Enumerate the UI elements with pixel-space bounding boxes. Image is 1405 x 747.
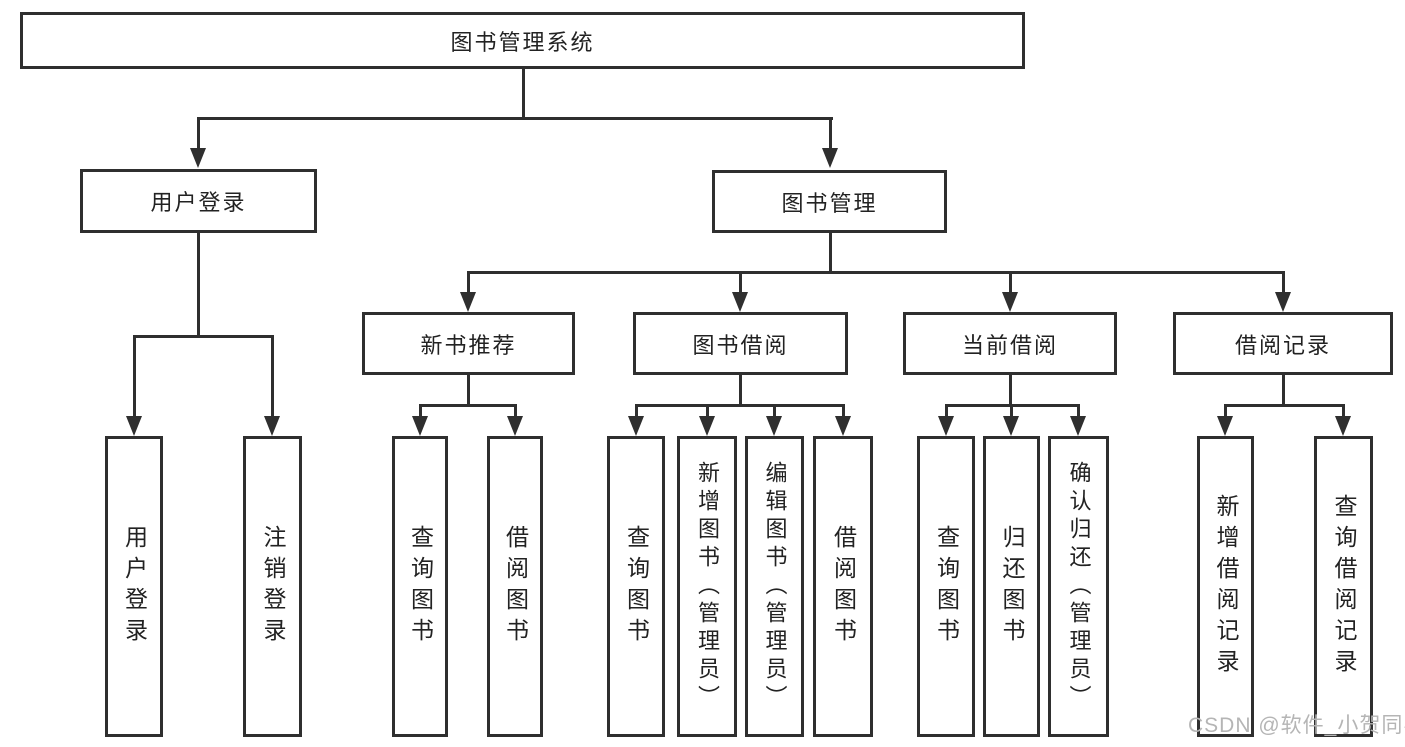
connector-vline bbox=[1282, 271, 1285, 295]
arrowhead-icon bbox=[699, 416, 715, 436]
node-book-borrowing: 图书借阅 bbox=[633, 312, 848, 375]
arrowhead-icon bbox=[412, 416, 428, 436]
node-current-borrowing: 当前借阅 bbox=[903, 312, 1117, 375]
connector-vline bbox=[739, 271, 742, 295]
connector-hline bbox=[134, 335, 274, 338]
node-borrowing-records: 借阅记录 bbox=[1173, 312, 1393, 375]
node-new-book-recommend: 新书推荐 bbox=[362, 312, 575, 375]
leaf-query-book-recommend: 查询图书 bbox=[392, 436, 448, 737]
leaf-confirm-return-admin: 确认归还（管理员） bbox=[1048, 436, 1109, 737]
connector-vline bbox=[514, 404, 517, 420]
connector-vline bbox=[467, 375, 470, 406]
arrowhead-icon bbox=[766, 416, 782, 436]
connector-vline bbox=[842, 404, 845, 420]
connector-vline bbox=[706, 404, 709, 420]
leaf-borrow-book-borrowing: 借阅图书 bbox=[813, 436, 873, 737]
arrowhead-icon bbox=[1070, 416, 1086, 436]
leaf-borrow-book-recommend: 借阅图书 bbox=[487, 436, 543, 737]
connector-vline bbox=[829, 117, 832, 151]
connector-vline bbox=[197, 233, 200, 337]
csdn-watermark: CSDN @软件_小贺同学 bbox=[1188, 714, 1405, 737]
node-library-system: 图书管理系统 bbox=[20, 12, 1025, 69]
node-book-management: 图书管理 bbox=[712, 170, 947, 233]
connector-hline bbox=[636, 404, 845, 407]
connector-vline bbox=[1009, 271, 1012, 295]
arrowhead-icon bbox=[460, 292, 476, 312]
connector-vline bbox=[635, 404, 638, 420]
leaf-query-book-current: 查询图书 bbox=[917, 436, 975, 737]
connector-hline bbox=[1225, 404, 1345, 407]
connector-vline bbox=[419, 404, 422, 420]
leaf-add-book-admin: 新增图书（管理员） bbox=[677, 436, 737, 737]
arrowhead-icon bbox=[126, 416, 142, 436]
connector-vline bbox=[1009, 375, 1012, 406]
arrowhead-icon bbox=[822, 148, 838, 168]
leaf-return-book: 归还图书 bbox=[983, 436, 1040, 737]
arrowhead-icon bbox=[507, 416, 523, 436]
arrowhead-icon bbox=[732, 292, 748, 312]
arrowhead-icon bbox=[1335, 416, 1351, 436]
connector-vline bbox=[1224, 404, 1227, 420]
connector-vline bbox=[945, 404, 948, 420]
connector-hline bbox=[197, 117, 833, 120]
arrowhead-icon bbox=[835, 416, 851, 436]
leaf-query-borrow-record: 查询借阅记录 bbox=[1314, 436, 1373, 737]
connector-vline bbox=[1010, 404, 1013, 420]
node-user-login: 用户登录 bbox=[80, 169, 317, 233]
arrowhead-icon bbox=[1217, 416, 1233, 436]
connector-vline bbox=[1342, 404, 1345, 420]
leaf-edit-book-admin: 编辑图书（管理员） bbox=[745, 436, 804, 737]
arrowhead-icon bbox=[264, 416, 280, 436]
connector-vline bbox=[522, 69, 525, 118]
connector-hline bbox=[946, 404, 1080, 407]
leaf-user-login: 用户登录 bbox=[105, 436, 163, 737]
leaf-logout: 注销登录 bbox=[243, 436, 302, 737]
leaf-add-borrow-record: 新增借阅记录 bbox=[1197, 436, 1254, 737]
connector-vline bbox=[1282, 375, 1285, 406]
arrowhead-icon bbox=[1275, 292, 1291, 312]
arrowhead-icon bbox=[628, 416, 644, 436]
connector-vline bbox=[467, 271, 470, 295]
connector-vline bbox=[773, 404, 776, 420]
connector-vline bbox=[739, 375, 742, 406]
arrowhead-icon bbox=[190, 148, 206, 168]
connector-hline bbox=[420, 404, 517, 407]
arrowhead-icon bbox=[938, 416, 954, 436]
arrowhead-icon bbox=[1003, 416, 1019, 436]
connector-vline bbox=[197, 117, 200, 151]
connector-vline bbox=[1077, 404, 1080, 420]
connector-vline bbox=[829, 233, 832, 273]
connector-vline bbox=[271, 335, 274, 419]
connector-hline bbox=[468, 271, 1285, 274]
connector-vline bbox=[133, 335, 136, 419]
leaf-query-book-borrowing: 查询图书 bbox=[607, 436, 665, 737]
arrowhead-icon bbox=[1002, 292, 1018, 312]
